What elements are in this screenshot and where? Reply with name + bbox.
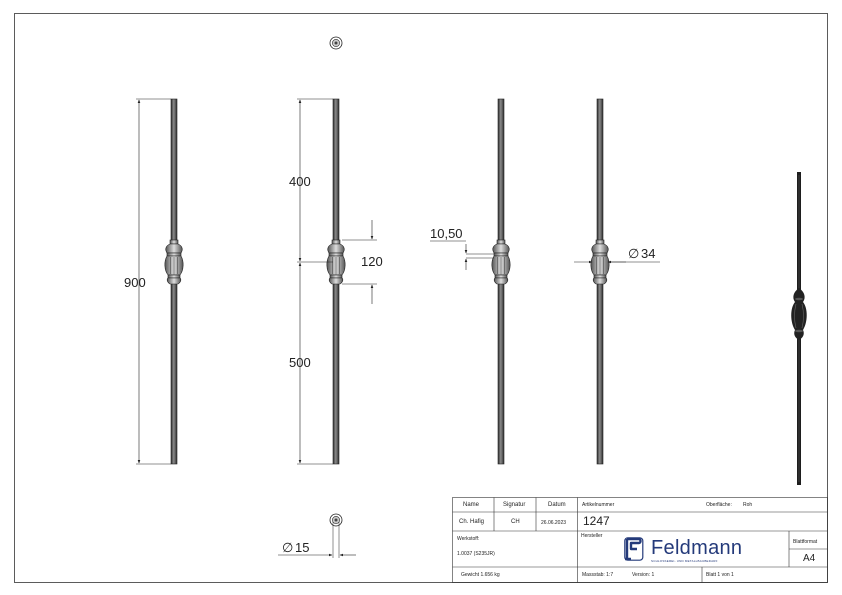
view-knuckle-diameter: ∅ 34	[574, 98, 660, 465]
view-segment-lengths: 400 500 120	[289, 98, 383, 465]
drafter-signature: CH	[511, 519, 520, 525]
signature-header: Signatur	[503, 502, 526, 508]
logo-tagline: SCHLOSSEREI- UND METALLBAUBEDARF	[651, 559, 718, 563]
dimension-500-label: 500	[289, 355, 311, 370]
material-value: 1.0037 (S235JR)	[457, 551, 495, 557]
sheet-format-value: A4	[803, 553, 816, 564]
logo-f-mark-icon	[624, 537, 644, 561]
sheet-number-label: Blatt 1 von 1	[706, 572, 734, 578]
dimension-400-label: 400	[289, 174, 311, 189]
bottom-view-diameter: ∅ 15	[278, 513, 356, 558]
manufacturer-label: Hersteller	[581, 533, 603, 539]
manufacturer-logo: Feldmann SCHLOSSEREI- UND METALLBAUBEDAR…	[624, 537, 774, 563]
article-number-label: Artikelnummer	[582, 502, 615, 508]
isometric-preview	[791, 172, 807, 485]
drawing-date: 26.06.2023	[541, 520, 567, 526]
top-view-icon	[329, 36, 343, 50]
drawing-frame	[14, 13, 828, 583]
title-block-grid	[452, 497, 828, 583]
surface-label: Oberfläche:	[706, 502, 732, 508]
date-header: Datum	[548, 502, 566, 508]
dimension-10-50-label: 10,50	[430, 226, 463, 241]
name-header: Name	[463, 502, 480, 508]
dimension-900-label: 900	[124, 275, 146, 290]
view-overall-height: 900	[124, 98, 184, 465]
dimension-34-label: 34	[641, 246, 655, 261]
view-step-height: 10,50	[430, 98, 511, 465]
weight-label: Gewicht 1.656 kg	[461, 572, 500, 578]
diameter-symbol: ∅	[282, 540, 293, 555]
dimension-15-label: 15	[295, 540, 309, 555]
sheet-format-label: Blattformat	[793, 539, 818, 545]
article-number: 1247	[583, 514, 610, 528]
surface-value: Roh	[743, 502, 753, 508]
version-label: Version: 1	[632, 572, 655, 578]
diameter-symbol: ∅	[628, 246, 639, 261]
drafter-name: Ch. Hafig	[459, 519, 485, 525]
material-label: Werkstoff:	[457, 536, 480, 542]
dimension-120-label: 120	[361, 254, 383, 269]
scale-label: Massstab: 1:7	[582, 572, 614, 578]
logo-wordmark: Feldmann	[651, 537, 743, 559]
